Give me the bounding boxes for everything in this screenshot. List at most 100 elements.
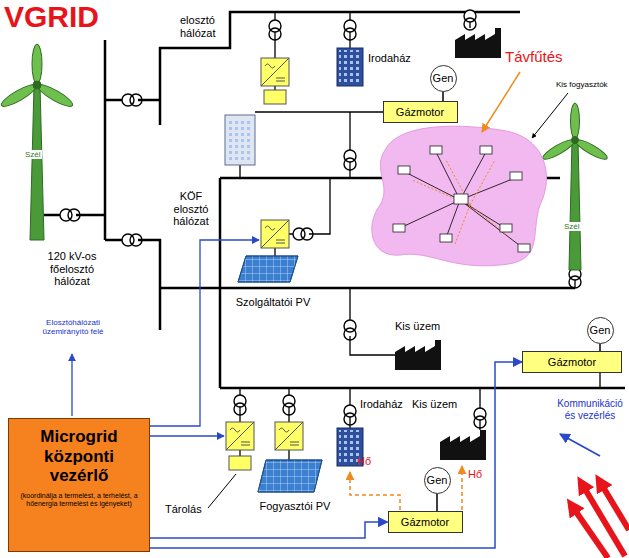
leader-line (208, 474, 236, 508)
wind-turbine (32, 44, 42, 84)
transformer-symbol (269, 20, 281, 40)
inverter-symbol (226, 422, 254, 450)
transformer-symbol (344, 20, 356, 40)
feeder-line (289, 178, 330, 234)
node-text: Gázmotor (535, 356, 609, 368)
district-heating-area (372, 126, 547, 266)
node-text: Microgrid központi vezérlő (15, 427, 143, 486)
office-building (228, 118, 252, 162)
node-text: Gen (590, 324, 611, 336)
generator-circle: Gen (587, 317, 614, 344)
leader-line (532, 93, 568, 138)
diagram-label: Irodaház (360, 398, 403, 411)
leader-line (208, 72, 568, 508)
grid-line (160, 287, 575, 290)
connector-line (436, 494, 438, 512)
diagram-label: KÖF elosztó hálózat (166, 190, 216, 228)
diagram-label: Tárolás (165, 503, 202, 516)
communication-arrow (572, 482, 629, 558)
transformer-symbol (60, 209, 80, 221)
communication-arrow (582, 484, 625, 556)
district-heating-area (393, 146, 530, 252)
diagram-label: Kis üzem (412, 398, 457, 411)
transformer-symbol (569, 268, 581, 288)
connector-line (442, 92, 444, 102)
engine-box: Gázmotor (388, 511, 463, 533)
grid-line (105, 240, 160, 330)
grid-line (104, 40, 107, 240)
transformer-symbol (344, 405, 356, 425)
inverter-symbol (261, 58, 289, 86)
node-text: Gen (433, 72, 454, 84)
factory-symbol (440, 430, 486, 460)
transformer-symbol (60, 10, 581, 428)
pv-panel (238, 256, 298, 282)
generator-circle: Gen (430, 65, 457, 92)
node-text: Gázmotor (401, 516, 450, 528)
pv-panel (258, 460, 322, 492)
transformer-symbol (122, 234, 142, 246)
district-heating-area (398, 166, 410, 174)
control-line (560, 434, 600, 456)
diagram-label: Elosztóhálózati üzemirányító felé (40, 318, 106, 336)
pv-panel (238, 256, 322, 492)
office-building (225, 48, 363, 466)
engine-box: Gázmotor (383, 101, 458, 123)
grid-line (220, 387, 625, 390)
diagram-label: Szél (563, 222, 581, 231)
feeder-line (239, 165, 240, 178)
district-heating-area (372, 126, 547, 266)
district-heating-area (393, 224, 405, 232)
district-heating-area (510, 172, 522, 180)
wind-turbine (30, 85, 44, 240)
control-line (72, 240, 600, 456)
district-heating-area (454, 194, 468, 204)
transformer-symbol (122, 94, 142, 106)
connector-line (150, 522, 388, 538)
wind-turbine (569, 140, 581, 270)
district-heating-area (480, 146, 492, 154)
inverter-symbol (275, 422, 303, 450)
transformer-symbol (474, 408, 486, 428)
node-text: Gen (427, 474, 448, 486)
engine-box: Gázmotor (522, 351, 622, 373)
transformer-symbol (464, 10, 476, 30)
feeder-line (240, 12, 600, 460)
district-heating-area (440, 234, 452, 242)
heat-flow-line (461, 466, 463, 510)
transformer-symbol (344, 150, 356, 170)
diagram-label: Fogyasztói PV (250, 500, 340, 513)
diagram-label: elosztó hálózat (180, 14, 228, 39)
control-line (71, 354, 72, 416)
diagram-label: Kis üzem (395, 320, 440, 333)
heat-flow-line (350, 472, 400, 510)
feeder-line (255, 111, 390, 112)
district-heating-area (518, 244, 530, 252)
grid-line (44, 214, 105, 217)
district-heating-area (412, 160, 508, 244)
pv-panel (238, 256, 298, 282)
feeder-line (599, 372, 600, 388)
pv-panel (258, 460, 322, 492)
communication-arrow (572, 506, 608, 558)
wind-turbine (0, 44, 75, 240)
wind-turbine (571, 103, 580, 139)
wind-turbine (541, 103, 610, 270)
district-heating-area (400, 152, 523, 248)
battery-symbol (229, 456, 251, 470)
grid-line (219, 178, 222, 388)
inverter-symbol (226, 58, 303, 450)
connector-line (599, 344, 601, 352)
district-heating-area (430, 146, 442, 154)
connector-line (150, 362, 522, 548)
node-text: Gázmotor (396, 106, 445, 118)
feeder-line (274, 248, 275, 256)
leader-line (482, 72, 520, 132)
transformer-symbol (344, 320, 356, 340)
communication-arrow (600, 482, 629, 530)
diagram-title: VGRID (4, 0, 99, 35)
feeder-line (350, 288, 395, 355)
diagram-label: 120 kV-os főelosztó hálózat (42, 250, 102, 288)
feeder-line (349, 112, 350, 178)
grid-line (44, 12, 625, 388)
